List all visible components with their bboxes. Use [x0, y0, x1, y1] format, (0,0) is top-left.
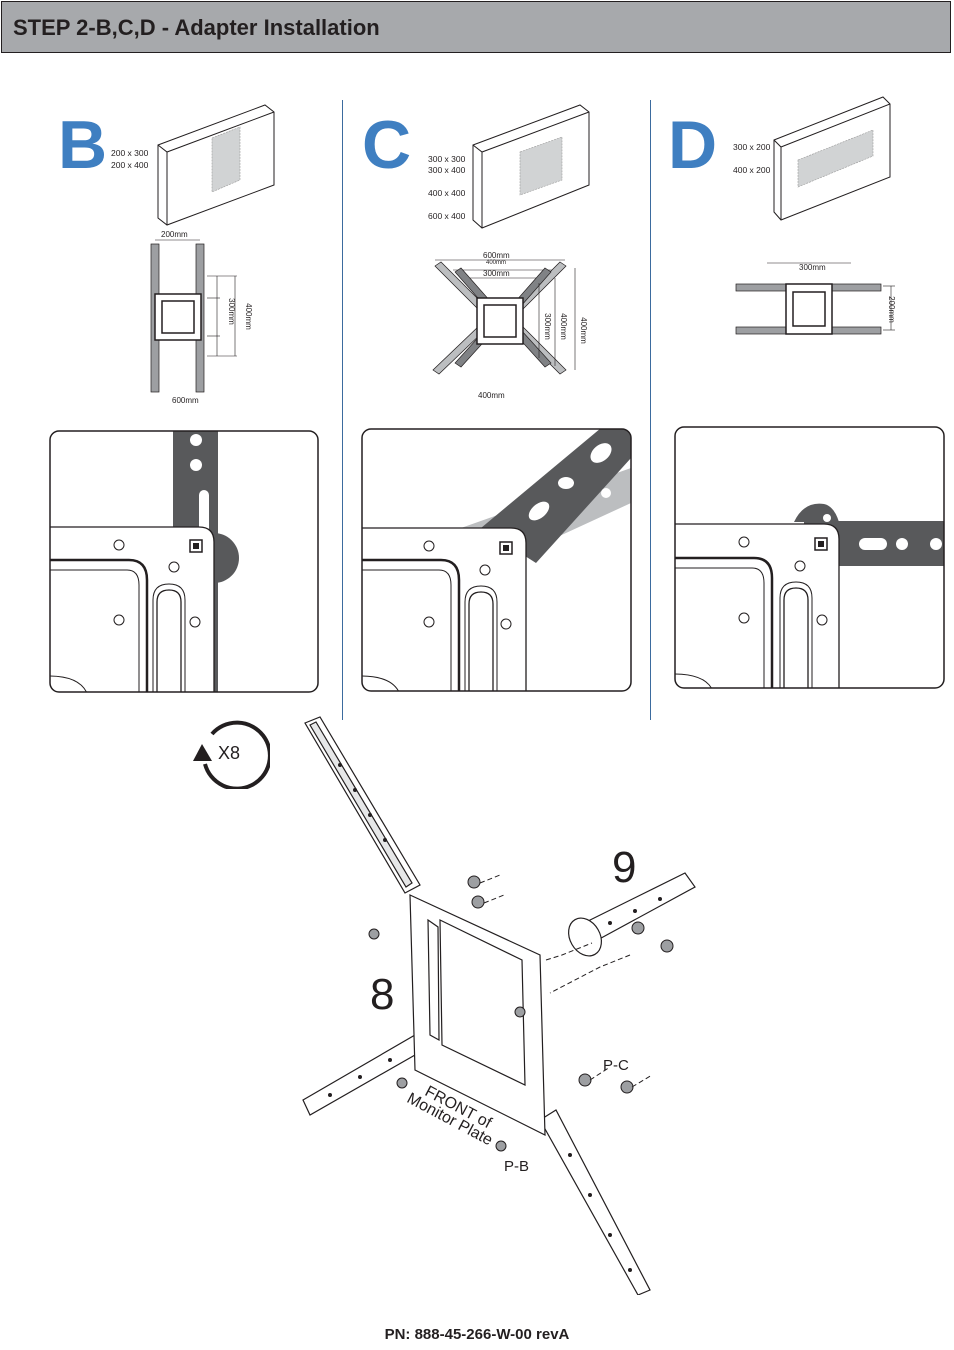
step-header: STEP 2-B,C,D - Adapter Installation	[1, 1, 951, 53]
panel-d-size-2: 400 x 200	[733, 165, 771, 175]
panel-c-size-4: 600 x 400	[428, 211, 466, 221]
panel-c-dim-top-outer: 600mm	[483, 251, 510, 260]
panel-c-dim-top-inner: 300mm	[483, 269, 510, 278]
panel-b-dim-side-outer: 400mm	[243, 303, 253, 330]
part-number-footer: PN: 888-45-266-W-00 revA	[384, 1326, 570, 1343]
panel-c-bracket-diagram	[432, 259, 576, 375]
part-pb-label: P-B	[504, 1158, 530, 1175]
panel-c-dim-side-mid: 400mm	[558, 313, 568, 340]
part-8-label: 8	[370, 970, 395, 1019]
panel-d-letter: D	[668, 107, 718, 183]
part-9-label: 9	[612, 843, 637, 892]
rotation-count: X8	[218, 743, 241, 763]
panel-divider-2	[650, 100, 651, 720]
panel-c-detail-closeup	[361, 428, 632, 692]
step-title: STEP 2-B,C,D - Adapter Installation	[13, 15, 380, 40]
panel-b-dim-top: 200mm	[161, 230, 188, 239]
assembly-illustration	[302, 716, 696, 1295]
panel-d-tv-illustration	[773, 96, 891, 221]
panel-d-dim-top: 300mm	[799, 263, 826, 272]
panel-divider-1	[342, 100, 343, 720]
panel-c-dim-top-mid: 400mm	[486, 260, 507, 266]
panel-d-bracket-diagram	[735, 262, 895, 335]
panel-d-dim-side: 200mm	[886, 296, 896, 323]
rotate-x8-icon	[193, 720, 270, 789]
panel-c-dim-bottom: 400mm	[478, 391, 505, 400]
panel-b-size-1: 200 x 300	[111, 148, 149, 158]
panel-c-size-3: 400 x 400	[428, 188, 466, 198]
panel-b-dim-side-inner: 300mm	[226, 298, 236, 325]
panel-d-size-1: 300 x 200	[733, 142, 771, 152]
panel-b-bracket-diagram	[150, 239, 237, 393]
panel-b-dim-bottom: 600mm	[172, 396, 199, 405]
panel-b-letter: B	[58, 107, 108, 183]
panel-c-size-1: 300 x 300	[428, 154, 466, 164]
panel-c-tv-illustration	[472, 104, 590, 229]
panel-b-tv-illustration	[157, 104, 275, 226]
part-pc-label: P-C	[603, 1057, 629, 1074]
panel-b-size-2: 200 x 400	[111, 160, 149, 170]
panel-c-size-2: 300 x 400	[428, 165, 466, 175]
panel-c-letter: C	[362, 107, 412, 183]
panel-c-dim-side-outer: 400mm	[578, 317, 588, 344]
panel-c-dim-side-inner: 300mm	[542, 313, 552, 340]
panel-d-detail-closeup	[674, 426, 945, 689]
panel-b-detail-closeup	[49, 430, 319, 693]
